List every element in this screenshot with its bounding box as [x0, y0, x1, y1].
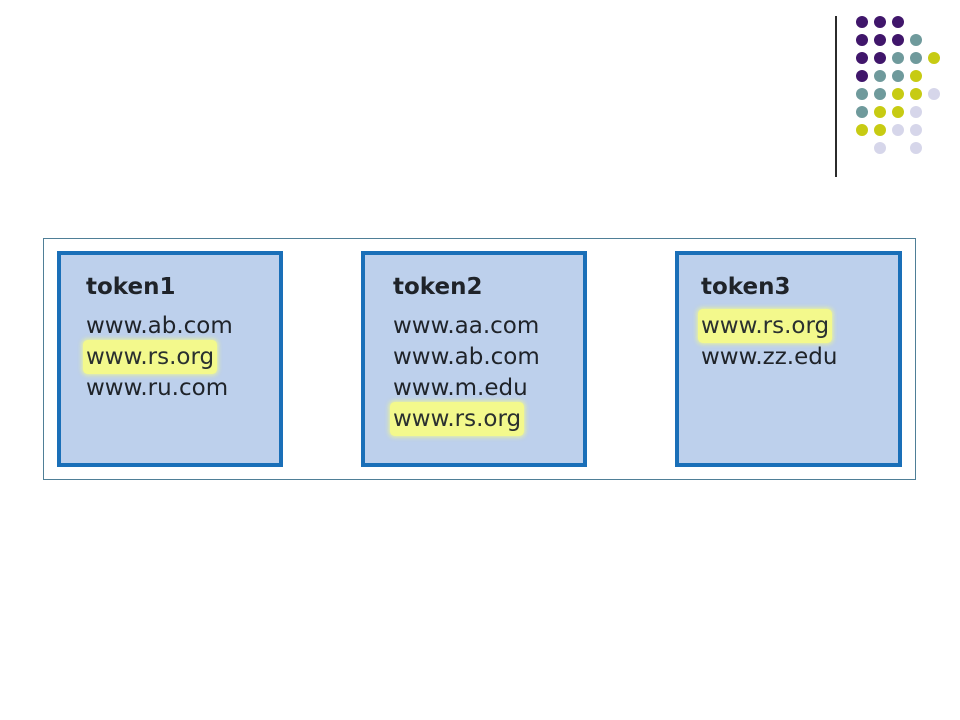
token1-title: token1: [86, 274, 176, 300]
decorative-dot: [892, 70, 904, 82]
decorative-dot: [910, 88, 922, 100]
token2-entry-4-highlighted: www.rs.org: [393, 405, 522, 433]
decorative-dot: [928, 88, 940, 100]
decorative-vertical-line: [835, 16, 837, 177]
decorative-dot: [910, 34, 922, 46]
token3-entry-1-highlighted: www.rs.org: [701, 312, 830, 340]
decorative-dot: [892, 88, 904, 100]
decorative-dot: [874, 142, 886, 154]
token3-title: token3: [701, 274, 791, 300]
token1-entry-2-highlighted: www.rs.org: [86, 343, 215, 371]
token3-box: [675, 251, 902, 467]
token2-title: token2: [393, 274, 483, 300]
decorative-dot: [856, 88, 868, 100]
decorative-dot: [856, 106, 868, 118]
decorative-dot: [874, 16, 886, 28]
decorative-dot: [874, 106, 886, 118]
token2-entry-3: www.m.edu: [393, 375, 528, 401]
decorative-dot: [892, 106, 904, 118]
decorative-dot: [856, 70, 868, 82]
decorative-dot: [856, 34, 868, 46]
decorative-dot: [910, 52, 922, 64]
token2-entry-1: www.aa.com: [393, 313, 540, 339]
decorative-dot: [892, 16, 904, 28]
decorative-dot: [874, 52, 886, 64]
decorative-dot: [910, 142, 922, 154]
decorative-dot: [856, 16, 868, 28]
token2-box: [361, 251, 587, 467]
decorative-dot: [928, 52, 940, 64]
token1-entry-1: www.ab.com: [86, 313, 233, 339]
decorative-dot: [910, 70, 922, 82]
token2-entry-2: www.ab.com: [393, 344, 540, 370]
decorative-dot-grid: [0, 0, 960, 200]
decorative-dot: [874, 70, 886, 82]
decorative-dot: [856, 52, 868, 64]
decorative-dot: [910, 106, 922, 118]
decorative-dot: [910, 124, 922, 136]
decorative-dot: [874, 124, 886, 136]
token3-entry-2: www.zz.edu: [701, 344, 838, 370]
decorative-dot: [892, 124, 904, 136]
decorative-dot: [892, 34, 904, 46]
token1-entry-3: www.ru.com: [86, 375, 229, 401]
decorative-dot: [892, 52, 904, 64]
decorative-dot: [856, 124, 868, 136]
decorative-dot: [874, 34, 886, 46]
decorative-dot: [874, 88, 886, 100]
